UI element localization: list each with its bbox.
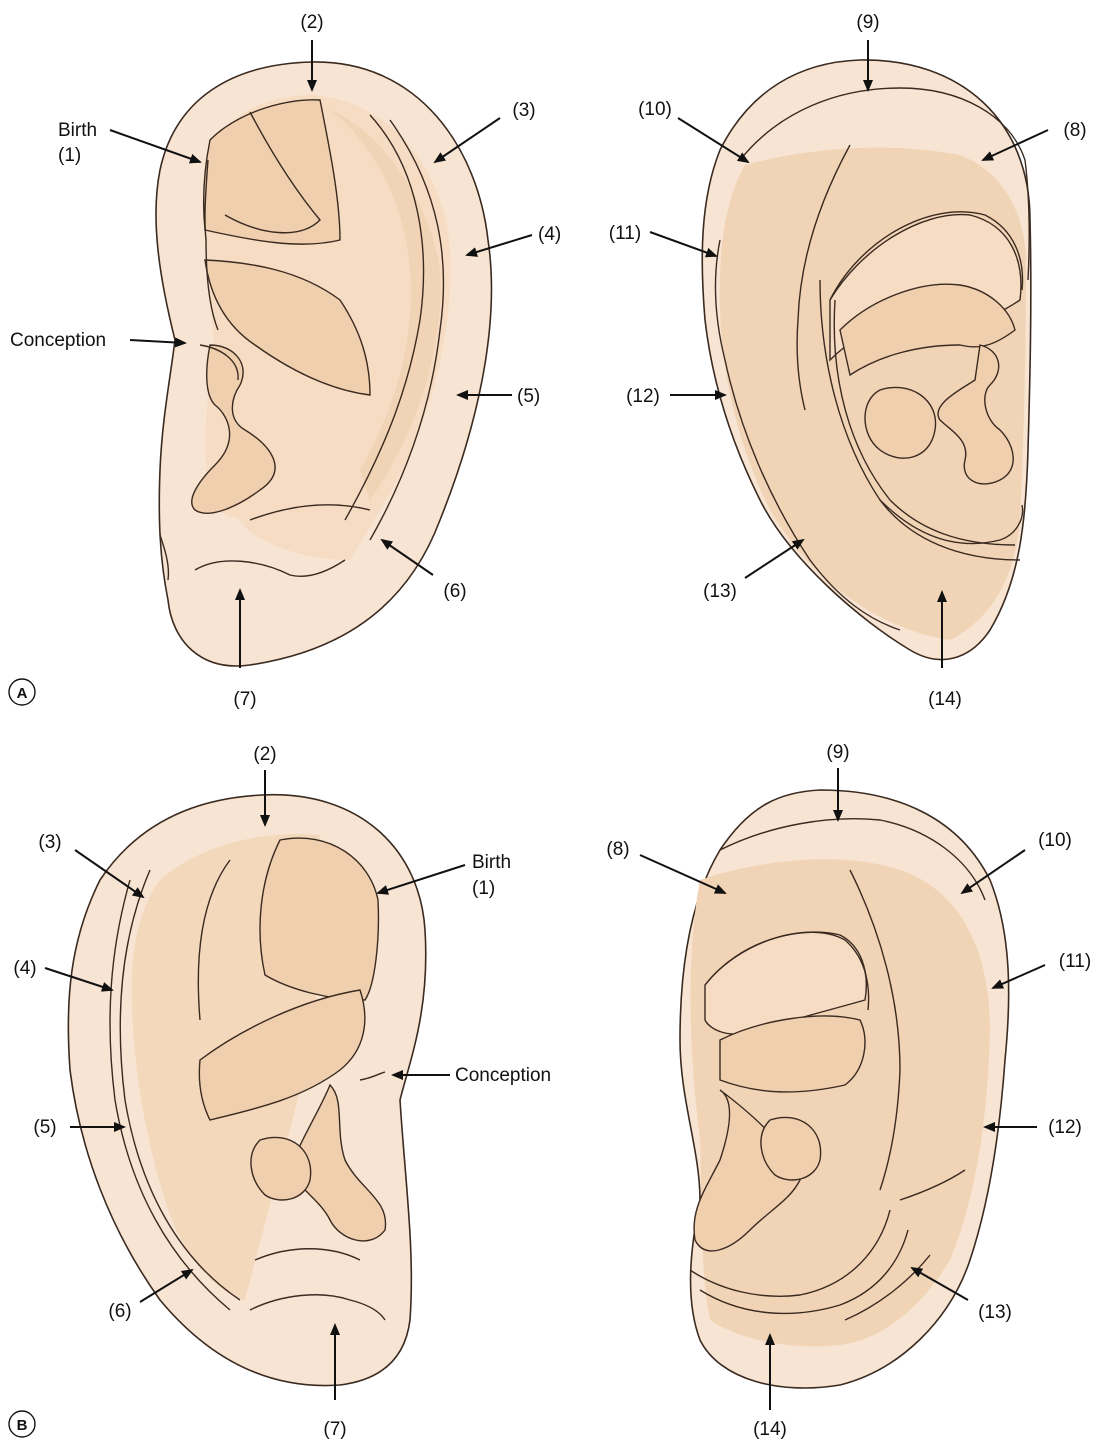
label-a-4: (4) xyxy=(538,224,561,245)
label-a-11: (11) xyxy=(609,223,641,244)
label-b-7: (7) xyxy=(323,1419,346,1440)
label-b-13: (13) xyxy=(978,1302,1012,1323)
label-b-14: (14) xyxy=(753,1419,787,1440)
label-b-5: (5) xyxy=(33,1117,56,1138)
label-b-8: (8) xyxy=(606,839,629,860)
label-a-14: (14) xyxy=(928,689,962,710)
ear-b-back xyxy=(680,790,1009,1388)
arrow-a-13 xyxy=(745,540,803,578)
label-a-7: (7) xyxy=(233,689,256,710)
label-a-1: (1) xyxy=(58,145,81,166)
label-b-11: (11) xyxy=(1059,951,1091,972)
panel-a-letter: A xyxy=(17,685,28,702)
label-a-birth: Birth xyxy=(58,120,97,141)
label-b-9: (9) xyxy=(826,742,849,763)
ear-a-back xyxy=(702,60,1031,660)
label-b-birth: Birth xyxy=(472,852,511,873)
label-a-13: (13) xyxy=(703,581,737,602)
label-b-2: (2) xyxy=(253,744,276,765)
label-b-1: (1) xyxy=(472,878,495,899)
label-a-12: (12) xyxy=(626,386,660,407)
ear-a-front xyxy=(156,62,491,666)
label-b-12: (12) xyxy=(1048,1117,1082,1138)
label-b-6: (6) xyxy=(108,1301,131,1322)
label-a-5: (5) xyxy=(517,386,540,407)
label-b-3: (3) xyxy=(38,832,61,853)
label-a-6: (6) xyxy=(443,581,466,602)
label-a-3: (3) xyxy=(512,100,535,121)
panel-b-letter: B xyxy=(17,1417,28,1434)
label-a-2: (2) xyxy=(300,12,323,33)
label-a-8: (8) xyxy=(1063,120,1086,141)
label-a-9: (9) xyxy=(856,12,879,33)
label-b-10: (10) xyxy=(1038,830,1072,851)
label-b-4: (4) xyxy=(13,958,36,979)
label-b-conception: Conception xyxy=(455,1065,551,1086)
label-a-10: (10) xyxy=(638,99,672,120)
panel-b-marker: B xyxy=(9,1411,35,1437)
panel-a-marker: A xyxy=(9,679,35,705)
label-a-conception: Conception xyxy=(10,330,106,351)
